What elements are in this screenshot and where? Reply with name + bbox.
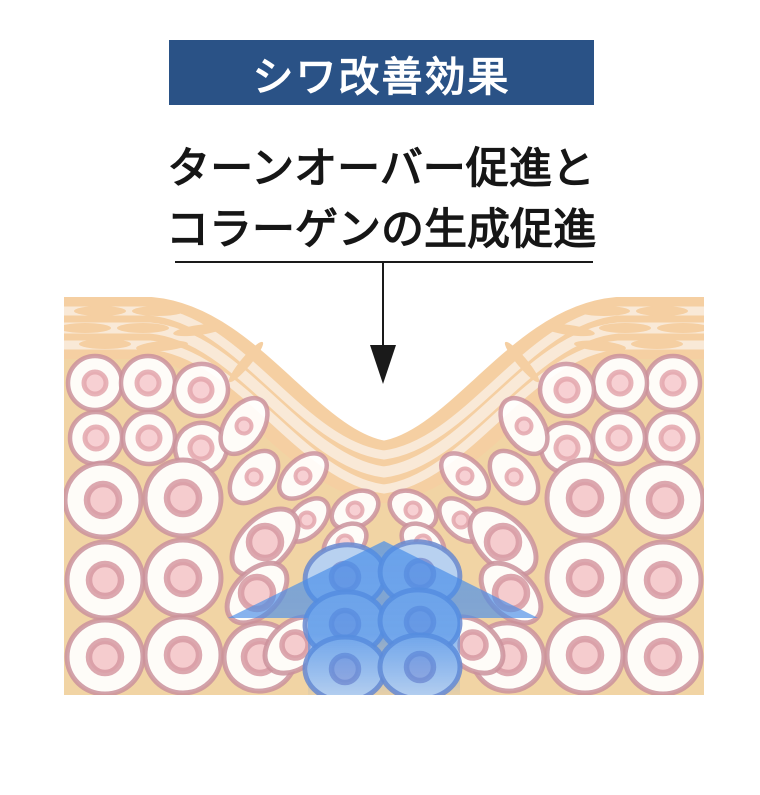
skin-cell xyxy=(537,361,597,419)
skin-cell xyxy=(544,457,626,539)
skin-cell xyxy=(544,537,626,619)
skin-cell xyxy=(120,409,178,467)
skin-cell xyxy=(171,361,231,419)
skin-cell xyxy=(439,451,491,501)
skin-cell xyxy=(487,448,541,506)
pointer-line xyxy=(382,262,384,347)
title-banner-label: シワ改善効果 xyxy=(252,53,511,100)
skin-cell xyxy=(64,617,146,695)
skin-cell xyxy=(118,353,178,413)
skin-cell xyxy=(142,457,224,539)
skin-cell xyxy=(64,460,144,540)
subtitle-line-1: ターンオーバー促進と xyxy=(167,145,595,193)
subtitle-underline xyxy=(175,261,593,263)
skin-cell xyxy=(229,506,301,578)
skin-cell xyxy=(142,614,224,695)
skin-cell xyxy=(218,395,270,457)
skin-cell xyxy=(544,614,626,695)
down-arrow-icon xyxy=(370,345,396,384)
title-banner: シワ改善効果 xyxy=(169,40,594,105)
skin-cell xyxy=(67,409,125,467)
skin-cell xyxy=(65,353,125,413)
subtitle-text: ターンオーバー促進と コラーゲンの生成促進 xyxy=(110,139,652,261)
skin-cell xyxy=(643,353,703,413)
skin-cell xyxy=(590,353,650,413)
skin-cell xyxy=(467,506,539,578)
skin-cell xyxy=(643,409,701,467)
skin-cell xyxy=(624,460,704,540)
skin-cell xyxy=(590,409,648,467)
subtitle-line-2: コラーゲンの生成促進 xyxy=(166,206,596,254)
skin-cell xyxy=(277,451,329,501)
skin-cell xyxy=(622,539,704,621)
skin-cell xyxy=(64,539,146,621)
skin-cell xyxy=(498,395,550,457)
skin-cell xyxy=(142,537,224,619)
skin-cell xyxy=(622,617,704,695)
skin-cell xyxy=(437,496,485,544)
collagen-up-arrow xyxy=(228,541,538,695)
skin-cell xyxy=(227,448,281,506)
